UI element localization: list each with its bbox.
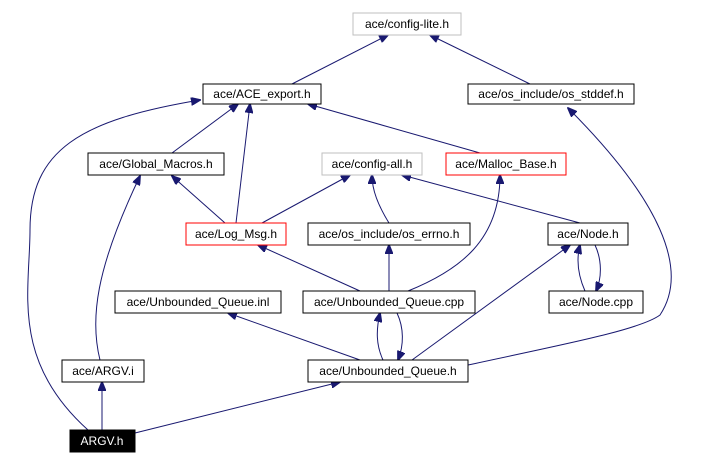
node-argv-h[interactable]: ARGV.h [69, 429, 136, 453]
node-global-macros[interactable]: ace/Global_Macros.h [87, 152, 225, 176]
node-config-lite[interactable]: ace/config-lite.h [352, 12, 462, 36]
node-malloc-base[interactable]: ace/Malloc_Base.h [445, 152, 567, 176]
edge-uq-h-to-node-h [411, 245, 570, 361]
edge-os-stddef-to-config-lite [430, 35, 533, 86]
edge-node-h-to-node-cpp [594, 244, 600, 291]
edge-log-msg-to-ace-export [235, 104, 250, 224]
edges-layer [27, 35, 672, 434]
node-label: ace/ARGV.i [72, 364, 134, 378]
node-os-stddef[interactable]: ace/os_include/os_stddef.h [467, 83, 635, 105]
node-unbounded-queue-h[interactable]: ace/Unbounded_Queue.h [307, 359, 469, 383]
node-config-all[interactable]: ace/config-all.h [321, 152, 423, 176]
edge-uq-h-to-uq-inl [228, 313, 361, 361]
node-label: ace/Log_Msg.h [195, 227, 277, 241]
node-unbounded-queue-cpp[interactable]: ace/Unbounded_Queue.cpp [302, 290, 476, 314]
edge-node-h-to-config-all [402, 175, 581, 224]
edge-uq-cpp-to-malloc-base [407, 175, 500, 292]
edge-uq-h-to-os-stddef [467, 108, 672, 366]
node-label: ace/os_include/os_errno.h [319, 227, 460, 241]
edge-node-cpp-to-node-h [578, 245, 586, 292]
edge-os-errno-to-config-all [372, 175, 390, 224]
node-label: ace/Node.h [557, 227, 618, 241]
edge-uq-cpp-to-log-msg [258, 245, 361, 292]
edge-argv-h-to-ace-export [27, 100, 200, 431]
node-label: ace/Malloc_Base.h [455, 157, 556, 171]
edge-uq-cpp-to-uq-h [396, 312, 402, 360]
node-node-h[interactable]: ace/Node.h [547, 222, 629, 246]
node-label: ace/Node.cpp [559, 295, 633, 309]
node-label: ace/Unbounded_Queue.cpp [314, 295, 464, 309]
node-label: ARGV.h [81, 434, 124, 448]
node-label: ace/Unbounded_Queue.inl [127, 295, 270, 309]
node-log-msg[interactable]: ace/Log_Msg.h [185, 222, 287, 246]
node-node-cpp[interactable]: ace/Node.cpp [548, 290, 644, 314]
edge-global-macros-to-ace-export [171, 104, 238, 154]
node-label: ace/config-all.h [332, 157, 413, 171]
node-os-errno[interactable]: ace/os_include/os_errno.h [307, 222, 471, 246]
edge-malloc-base-to-ace-export [308, 104, 481, 154]
node-label: ace/config-lite.h [365, 17, 449, 31]
edge-log-msg-to-global-macros [172, 176, 226, 224]
node-label: ace/os_include/os_stddef.h [478, 87, 623, 101]
edge-argv-i-to-global-macros [95, 176, 140, 361]
nodes-layer: ace/config-lite.h ace/ACE_export.h ace/o… [61, 12, 644, 453]
edge-uq-h-to-uq-cpp [377, 313, 384, 361]
node-label: ace/ACE_export.h [213, 87, 310, 101]
edge-argv-h-to-uq-h [134, 382, 340, 434]
node-unbounded-queue-inl[interactable]: ace/Unbounded_Queue.inl [114, 290, 282, 314]
node-label: ace/Unbounded_Queue.h [319, 364, 456, 378]
edge-ace-export-to-config-lite [289, 35, 388, 86]
node-ace-export[interactable]: ace/ACE_export.h [202, 83, 322, 105]
edge-log-msg-to-config-all [261, 175, 350, 224]
node-argv-i[interactable]: ace/ARGV.i [61, 359, 145, 383]
node-label: ace/Global_Macros.h [99, 157, 212, 171]
